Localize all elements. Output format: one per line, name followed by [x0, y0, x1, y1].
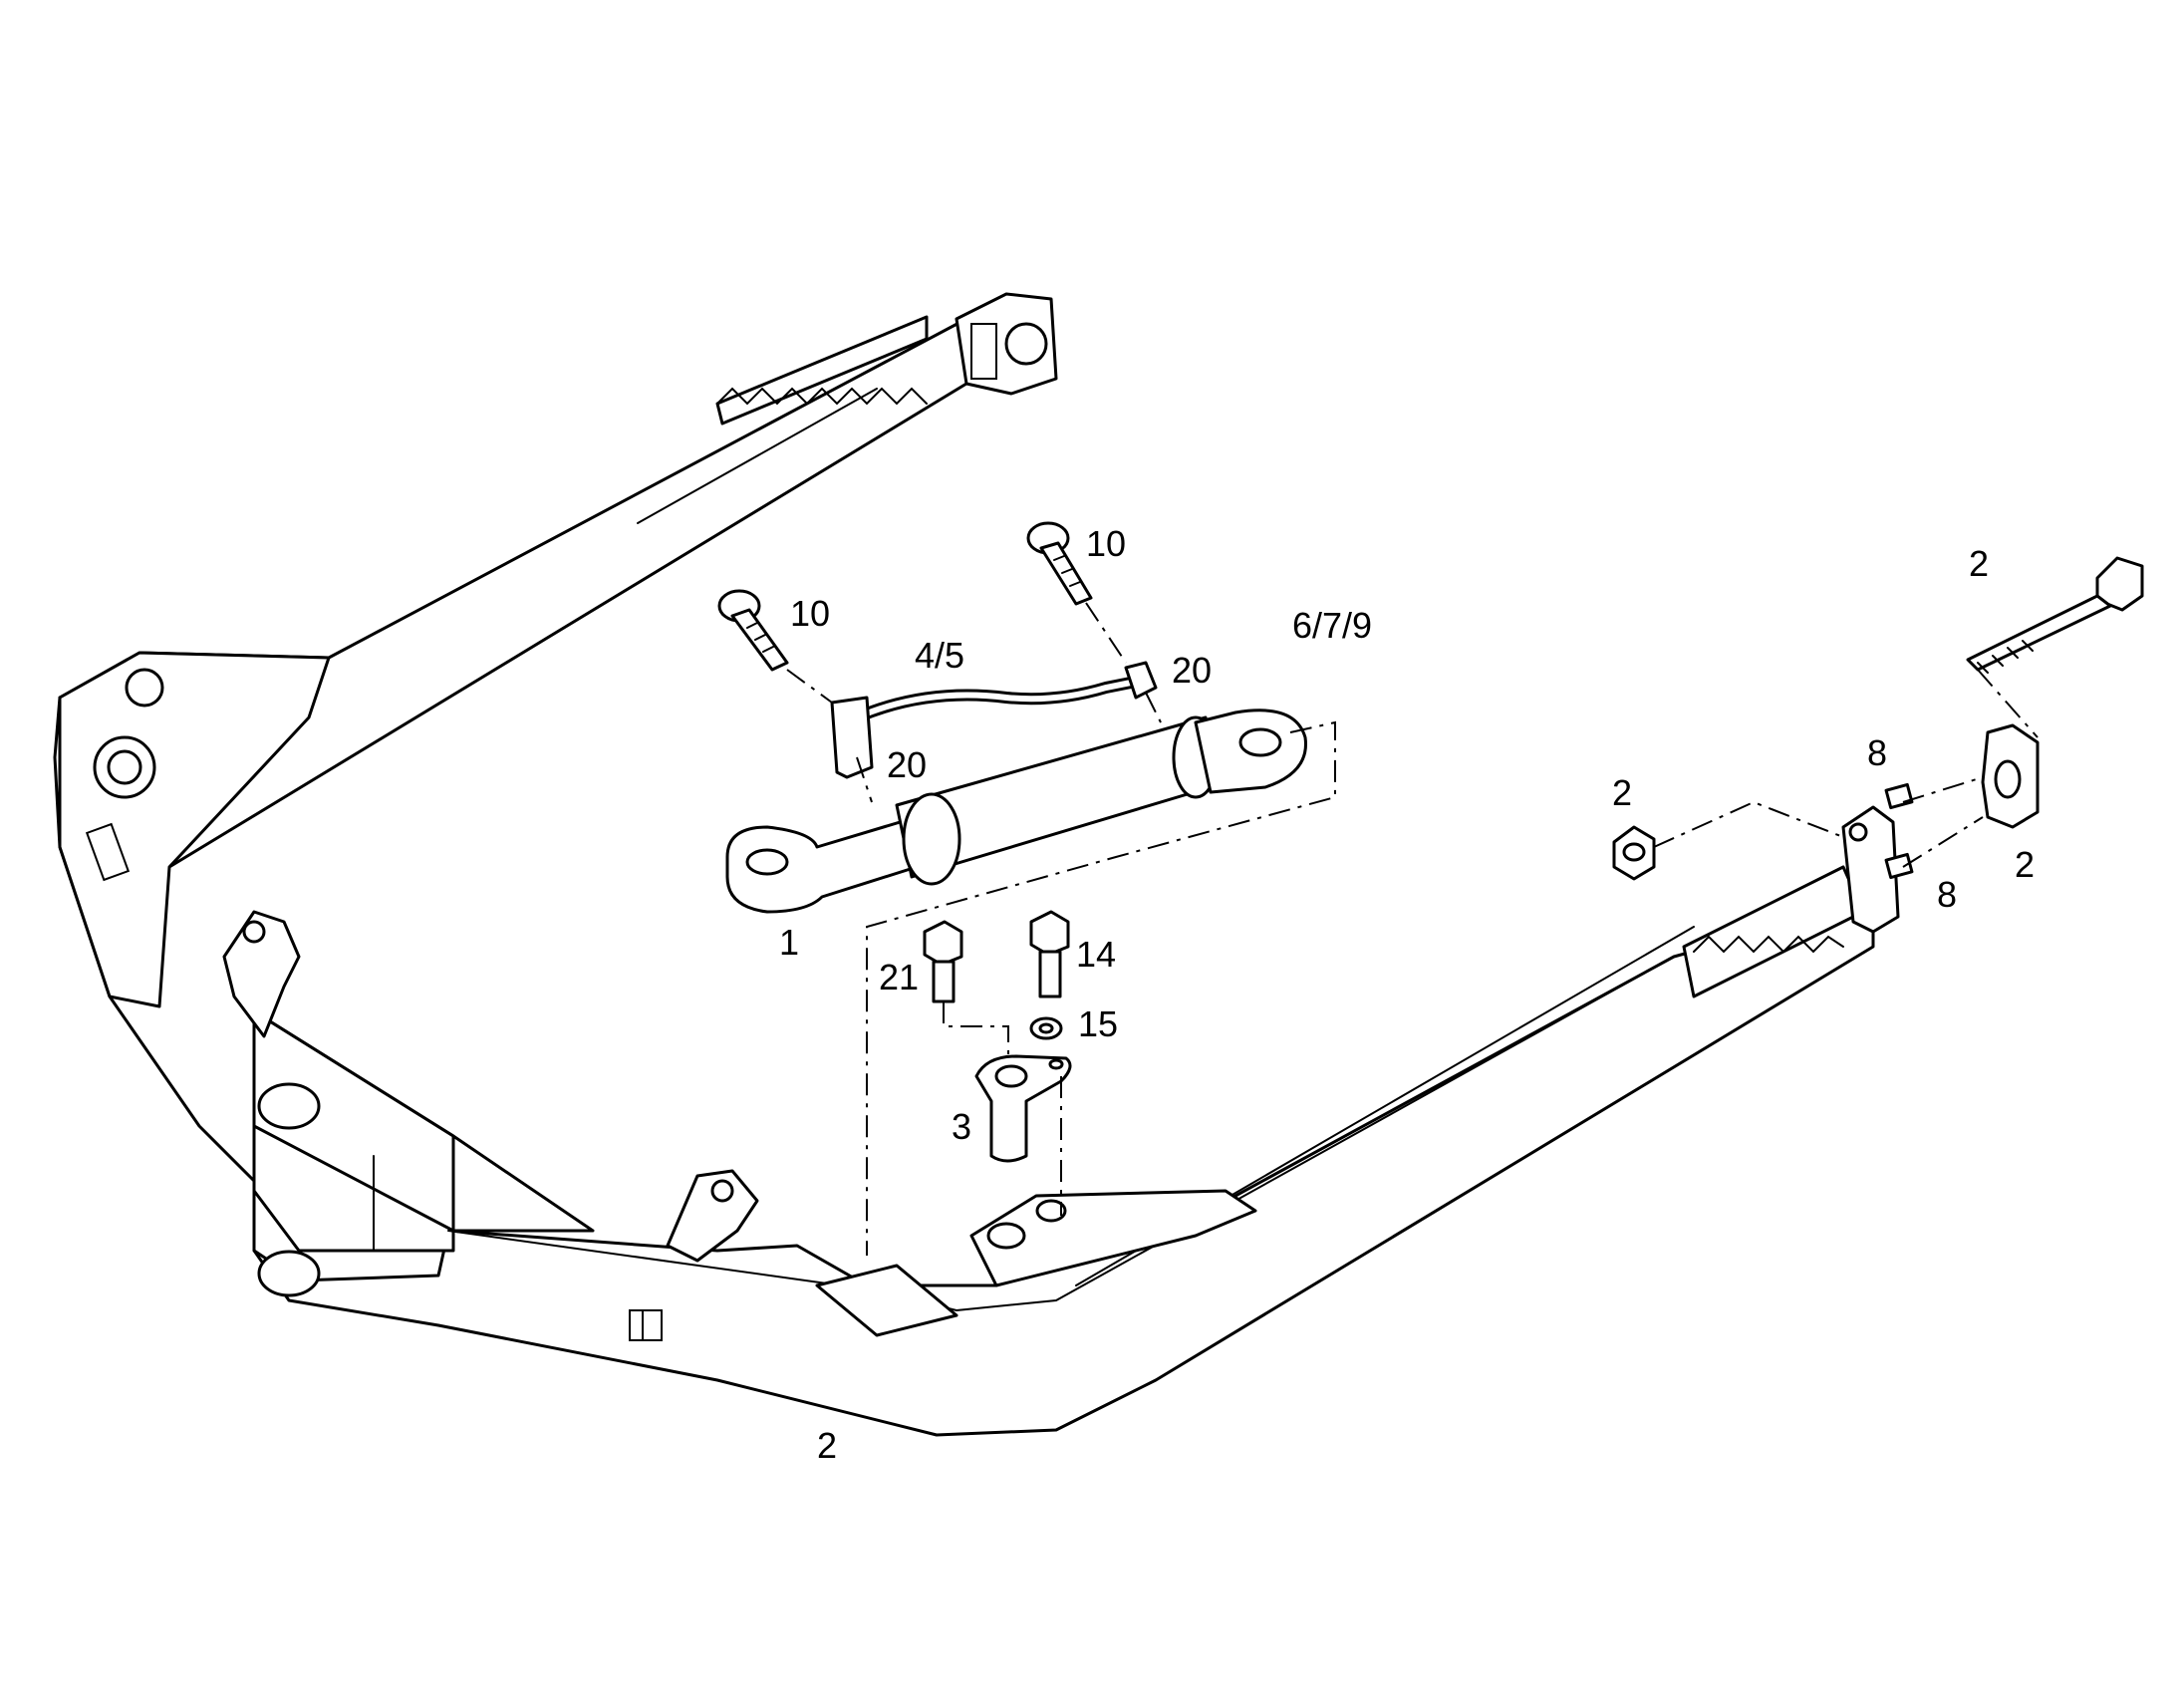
callout-washer-15: 15: [1078, 1003, 1118, 1044]
hydraulic-pipe: [830, 661, 1158, 779]
callout-clip-8-upper: 8: [1867, 732, 1887, 773]
callouts: 10 10 4/5 6/7/9 20 20 1 21 14 15 3 2 2 2…: [779, 523, 2035, 1466]
callout-pipe-4-5: 4/5: [915, 635, 964, 676]
bolt-14: [1029, 910, 1070, 998]
pin-3: [974, 1054, 1072, 1163]
callout-ring-20-upper: 20: [1172, 650, 1212, 691]
callout-nut-2: 2: [1612, 772, 1632, 813]
callout-long-bolt-2: 2: [1969, 543, 1989, 584]
washer-15: [1029, 1016, 1063, 1040]
callout-bolt-14: 14: [1076, 934, 1116, 975]
left-brackets: [222, 910, 759, 1263]
bolt-10-a: [717, 589, 789, 672]
callout-pin-3: 3: [952, 1106, 971, 1147]
bolt-10-b: [1026, 521, 1093, 606]
alignment-lines: [786, 602, 2039, 1256]
hydraulic-cylinder: [725, 709, 1307, 914]
callout-cylinder-6-7-9: 6/7/9: [1292, 605, 1372, 646]
callout-bolt-21: 21: [879, 957, 919, 997]
cap-2: [1981, 723, 2040, 829]
bolt-21: [923, 920, 963, 1003]
callout-bolt-10-a: 10: [790, 593, 830, 634]
main-frame: [53, 651, 1875, 1437]
callout-cap-2: 2: [2015, 844, 2035, 885]
long-bolt-2: [1966, 556, 2144, 674]
callout-bolt-10-b: 10: [1086, 523, 1126, 564]
callout-clip-8-lower: 8: [1937, 874, 1957, 915]
nut-2: [1612, 825, 1656, 881]
right-arm: [1682, 805, 1900, 998]
callout-cylinder-1: 1: [779, 922, 799, 963]
callout-ring-20-lower: 20: [887, 744, 927, 785]
callout-frame-2-bottom: 2: [817, 1425, 837, 1466]
